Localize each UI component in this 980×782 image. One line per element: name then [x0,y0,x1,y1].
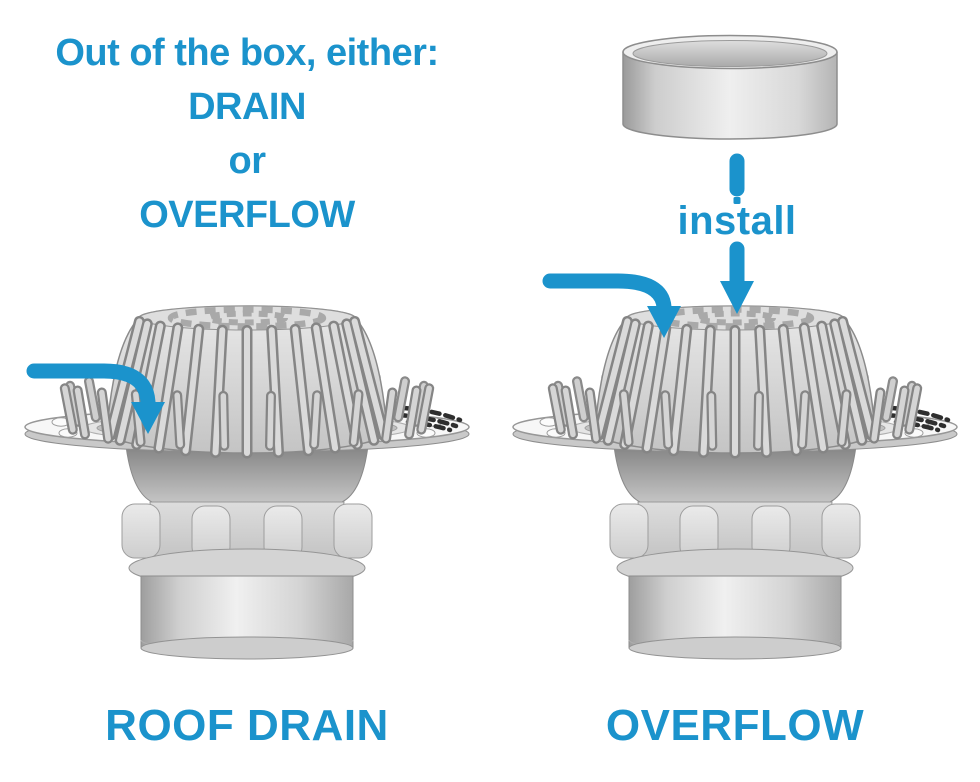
flow-arrow-left-icon [26,363,165,434]
install-arrow-icon [720,153,754,314]
heading-line-2: DRAIN [188,86,306,128]
heading-line-3: or [228,140,267,182]
install-label: install [677,199,797,243]
caption-roof-drain: ROOF DRAIN [105,701,389,750]
roof-drain-left-image [25,306,469,659]
collar-ring-image [622,34,838,140]
flow-arrow-right-icon [542,273,681,338]
heading-line-1: Out of the box, either: [55,32,439,74]
heading-line-4: OVERFLOW [139,194,355,236]
heading: Out of the box, either: DRAIN or OVERFLO… [10,26,484,242]
caption-overflow: OVERFLOW [605,701,865,750]
roof-drain-right-image [513,306,957,659]
